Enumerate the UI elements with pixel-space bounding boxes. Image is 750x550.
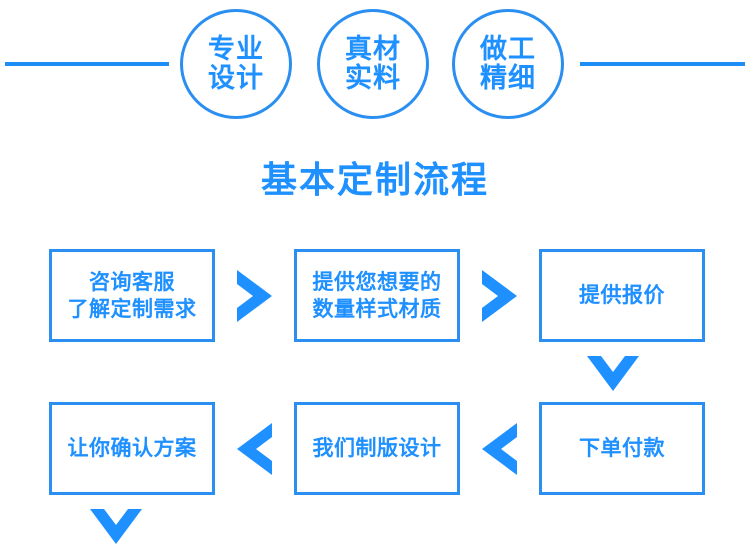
badge-line-2: 设计: [208, 63, 264, 94]
flow-step-5: 我们制版设计: [294, 402, 460, 495]
chevron-down-icon: [585, 350, 641, 397]
chevron-down-icon: [88, 503, 144, 550]
badge-line-1: 专业: [208, 33, 264, 65]
chevron-right-icon: [476, 268, 523, 324]
badge-line-1: 做工: [480, 33, 536, 65]
page-title: 基本定制流程: [260, 160, 489, 201]
flow-step-line-1: 提供您想要的: [312, 269, 442, 294]
chevron-left-icon: [476, 421, 523, 477]
chevron-right-icon: [231, 268, 278, 324]
badge-fine-workmanship: 做工 精细: [452, 9, 564, 119]
flow-step-line-1: 咨询客服: [89, 269, 175, 294]
chevron-left-icon: [231, 421, 278, 477]
flow-step-1: 咨询客服 了解定制需求: [49, 249, 215, 342]
flow-step-2: 提供您想要的 数量样式材质: [294, 249, 460, 342]
flow-step-line-2: 数量样式材质: [312, 296, 442, 321]
flow-step-line-2: 了解定制需求: [67, 296, 197, 321]
header-banner: 专业 设计 真材 实料 做工 精细: [0, 0, 750, 130]
badge-professional-design: 专业 设计: [180, 9, 292, 119]
flow-step-line-1: 下单付款: [579, 436, 665, 461]
flow-step-3: 提供报价: [539, 249, 705, 342]
banner-rule-right: [580, 62, 745, 66]
flow-step-line-1: 提供报价: [579, 283, 665, 308]
flow-step-line-1: 我们制版设计: [312, 436, 442, 461]
badge-line-1: 真材: [345, 33, 401, 65]
flow-step-6: 让你确认方案: [49, 402, 215, 495]
badge-line-2: 精细: [480, 63, 536, 94]
badge-line-2: 实料: [345, 63, 401, 94]
banner-rule-left: [5, 62, 169, 66]
flow-step-4: 下单付款: [539, 402, 705, 495]
badge-genuine-material: 真材 实料: [317, 9, 429, 119]
flow-step-line-1: 让你确认方案: [67, 436, 197, 461]
